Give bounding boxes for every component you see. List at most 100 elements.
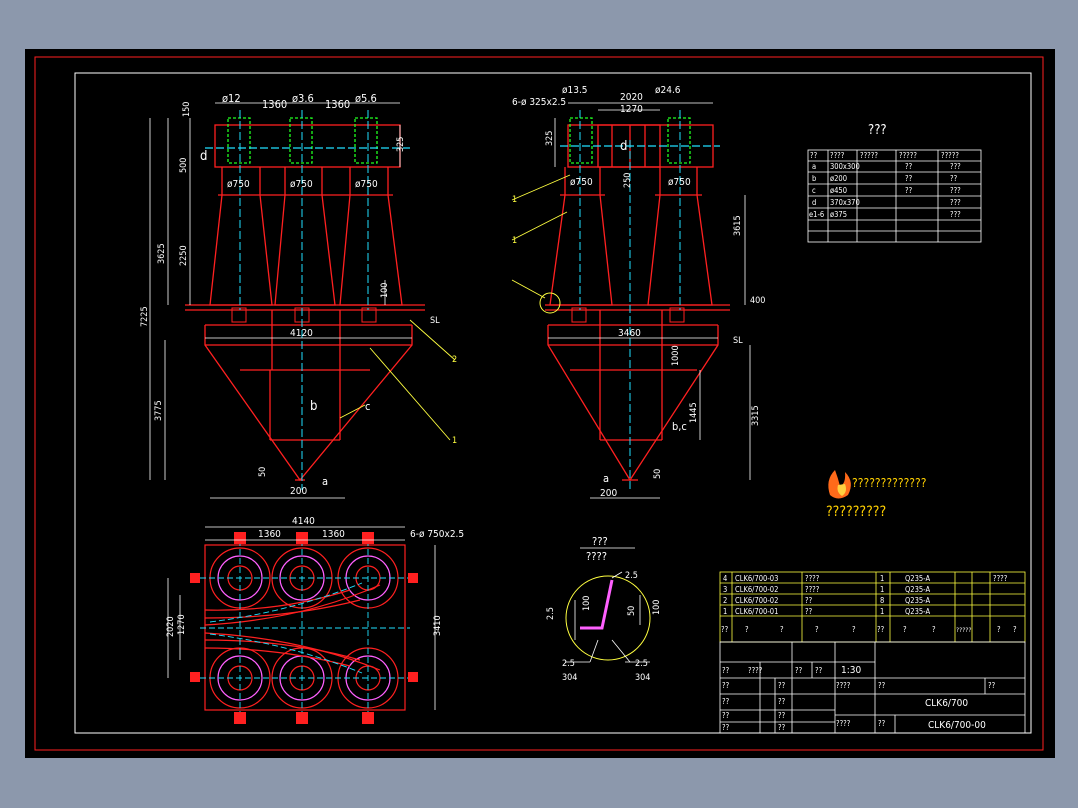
drawing-name: CLK6/700: [925, 698, 968, 709]
dim-text: 200: [600, 488, 617, 499]
dim-text: ø750: [668, 177, 691, 188]
tb-cell: ??: [722, 681, 730, 690]
dim-text: 2.5: [635, 659, 648, 669]
dim-text: SL: [733, 336, 743, 346]
bom-header-cell: ?: [903, 625, 907, 634]
tb-cell: ??: [795, 666, 803, 675]
callout-number: 2: [452, 355, 457, 365]
bom-cell: 8: [880, 596, 884, 605]
bom-header-cell: ?: [852, 625, 856, 634]
dim-text: 325: [396, 137, 406, 152]
dim-text: 304: [635, 673, 650, 683]
bom-cell: Q235-A: [905, 574, 930, 583]
detail-view: [565, 547, 651, 663]
dim-text: ø750: [570, 177, 593, 188]
bom-rows: 4 CLK6/700-03 ???? 1 Q235-A ???? 3 CLK6/…: [723, 574, 1008, 616]
dim-text: 4120: [290, 328, 313, 339]
bom-header-cell: ?: [997, 625, 1001, 634]
watermark-line-2: ?????????: [826, 504, 886, 520]
bom-cell: ????: [805, 574, 820, 583]
dim-text: ø13.5: [562, 85, 588, 96]
dim-text: 7225: [140, 306, 150, 327]
label-a: a: [603, 472, 609, 485]
nozzle-cell: ???: [950, 186, 961, 195]
nozzle-table-header: ?? ???? ????? ????? ?????: [810, 151, 959, 160]
bom-cell: ??: [805, 596, 813, 605]
bom-cell: ????: [993, 574, 1008, 583]
tb-cell: ??: [778, 681, 786, 690]
tb-cell: ??: [722, 666, 730, 675]
tb-cell: ??: [778, 723, 786, 732]
dim-text: 100: [380, 283, 390, 298]
dim-text: 3315: [751, 405, 761, 426]
tb-cell: ????: [836, 719, 851, 728]
nozzle-table-title: ???: [868, 123, 887, 138]
bom-cell: ??: [805, 607, 813, 616]
bom-cell: Q235-A: [905, 596, 930, 605]
dim-text: 3410: [433, 615, 443, 636]
dim-text: ø3.6: [292, 92, 314, 105]
dim-text: 325: [545, 131, 555, 146]
dim-text: 1000: [671, 345, 681, 366]
tb-cell: ??: [778, 711, 786, 720]
dim-text: 304: [562, 673, 577, 683]
label-a: a: [322, 475, 328, 488]
callout-number: 1: [512, 195, 517, 205]
label-bc: b,c: [672, 420, 687, 433]
label-c: c: [365, 400, 370, 413]
dim-text: SL: [430, 316, 440, 326]
dim-text: 1270: [177, 614, 187, 635]
nozzle-header-cell: ??: [810, 151, 818, 160]
dim-text: ø750: [355, 179, 378, 190]
dim-text: 100: [582, 596, 592, 611]
nozzle-table: [807, 149, 982, 243]
drawing-sheet: ø12 1360 ø3.6 1360 ø5.6 150 500 325 3625…: [25, 49, 1055, 758]
nozzle-cell: ??: [905, 186, 913, 195]
tb-cell: ??: [778, 697, 786, 706]
right-elevation: [511, 102, 751, 499]
dim-text: 400: [750, 296, 765, 306]
bom-cell: ????: [805, 585, 820, 594]
label-d: d: [620, 139, 627, 154]
nozzle-cell: ???: [950, 162, 961, 171]
dim-text: ø750: [227, 179, 250, 190]
dim-text: 6-ø 325x2.5: [512, 97, 566, 108]
tb-cell: ??: [988, 681, 996, 690]
dim-text: 2250: [179, 245, 189, 266]
bom-cell: CLK6/700-02: [735, 596, 778, 605]
dim-text: 100: [652, 600, 662, 615]
dim-text: 1360: [322, 529, 345, 540]
bom-cell: 3: [723, 585, 727, 594]
dim-text: 1360: [258, 529, 281, 540]
dim-text: ø750: [290, 179, 313, 190]
dim-text: 50: [258, 467, 268, 477]
bom-cell: CLK6/700-03: [735, 574, 778, 583]
bom-cell: 1: [880, 607, 884, 616]
dim-text: 250: [623, 173, 633, 188]
nozzle-cell: ???: [950, 210, 961, 219]
nozzle-header-cell: ????: [830, 151, 845, 160]
dim-text: 3615: [733, 215, 743, 236]
nozzle-cell: ø450: [830, 186, 847, 195]
bom-cell: 1: [880, 585, 884, 594]
drawing-code: CLK6/700-00: [928, 720, 986, 731]
title-block-text: 1:30 ?? ???? ?? ?? ?? ?? ?? ?? ???? ?? ?…: [722, 665, 996, 732]
bom-cell: CLK6/700-02: [735, 585, 778, 594]
dim-text: 3460: [618, 328, 641, 339]
nozzle-cell: ??: [905, 174, 913, 183]
cad-drawing: ø12 1360 ø3.6 1360 ø5.6 150 500 325 3625…: [34, 56, 1044, 751]
label-d: d: [200, 149, 207, 164]
dim-text: ø12: [222, 92, 241, 105]
dim-text: 1445: [689, 402, 699, 423]
dim-text: 50: [653, 469, 663, 479]
watermark-line-1: ?????????????: [852, 476, 927, 490]
bom-header-cell: ?: [815, 625, 819, 634]
tb-cell: ??: [878, 681, 886, 690]
nozzle-cell: 370x370: [830, 198, 860, 207]
dim-text: 2020: [620, 92, 643, 103]
inner-border: [74, 72, 1032, 734]
nozzle-header-cell: ?????: [899, 151, 917, 160]
dim-text: 1360: [262, 98, 287, 111]
plan-view: [167, 526, 436, 724]
nozzle-table-body: a 300x300 ?? ??? b ø200 ?? ?? c ø450 ?? …: [809, 162, 961, 219]
